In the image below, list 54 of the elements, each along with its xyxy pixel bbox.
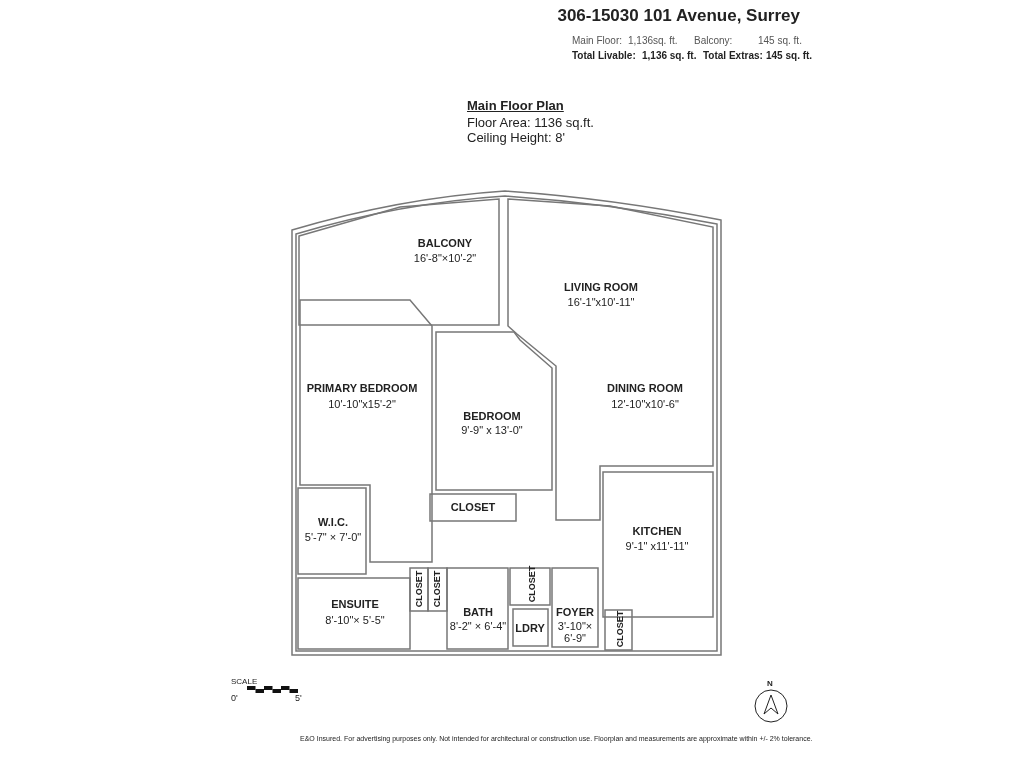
- room-outline: [605, 610, 632, 650]
- scale-label: SCALE: [231, 677, 258, 686]
- room-name: W.I.C.: [318, 516, 348, 528]
- room-name: BATH: [463, 606, 493, 618]
- room-name: CLOSET: [450, 501, 496, 513]
- room-dimensions: 3'-10"× 6'-9": [556, 620, 594, 644]
- room-dimensions: 8'-2" × 6'-4": [449, 620, 507, 632]
- room-dimensions: 5'-7" × 7'-0": [304, 531, 362, 543]
- room-name: KITCHEN: [632, 525, 682, 537]
- plan-info-text: Floor Area: 1136 sq.ft.: [467, 115, 594, 130]
- room-outline: [428, 568, 447, 611]
- room-dimensions: 16'-8"×10'-2": [413, 252, 477, 264]
- room-name: CLOSET: [527, 565, 537, 603]
- area-summary-text: Total Livable:: [572, 50, 636, 61]
- north-label: N: [767, 679, 773, 688]
- room-dimensions: 8'-10"× 5'-5": [325, 614, 385, 626]
- room-outline: [513, 609, 548, 646]
- room-name: DINING ROOM: [607, 382, 683, 394]
- room-name: CLOSET: [615, 610, 625, 648]
- area-summary-text: 145 sq. ft.: [766, 50, 813, 61]
- room-name: BALCONY: [417, 237, 473, 249]
- scale-value: 5': [295, 693, 302, 703]
- room-outline: [436, 332, 552, 490]
- room-outline: [298, 488, 366, 574]
- room-name: FOYER: [556, 606, 594, 618]
- room-name: PRIMARY BEDROOM: [306, 382, 418, 394]
- room-name: LIVING ROOM: [564, 281, 638, 293]
- room-outline: [552, 568, 598, 647]
- plan-heading: Main Floor Plan: [467, 98, 564, 113]
- area-summary-text: Main Floor:: [572, 35, 622, 46]
- room-outline: [447, 568, 508, 649]
- area-summary-text: 1,136 sq. ft.: [642, 50, 697, 61]
- area-summary-text: Total Extras:: [703, 50, 763, 61]
- area-summary-text: Balcony:: [694, 35, 733, 46]
- area-summary-text: 1,136sq. ft.: [628, 35, 678, 46]
- plan-info-text: Ceiling Height: 8': [467, 130, 565, 145]
- room-dimensions: 9'-1" x11'-11": [625, 540, 689, 552]
- address-title: 306-15030 101 Avenue, Surrey: [557, 6, 800, 26]
- room-outline: [298, 578, 410, 649]
- room-outline: [430, 494, 516, 521]
- room-name: CLOSET: [414, 570, 424, 608]
- room-outline: [300, 300, 432, 562]
- area-summary-text: 145 sq. ft.: [758, 35, 802, 46]
- room-name: ENSUITE: [331, 598, 379, 610]
- room-name: CLOSET: [432, 570, 442, 608]
- scale-value: 0': [231, 693, 238, 703]
- room-name: BEDROOM: [463, 410, 521, 422]
- room-dimensions: 9'-9" x 13'-0": [461, 424, 523, 436]
- room-dimensions: 10'-10"x15'-2": [328, 398, 396, 410]
- room-outline: [410, 568, 428, 611]
- room-name: LDRY: [515, 622, 545, 634]
- room-dimensions: 16'-1"x10'-11": [567, 296, 635, 308]
- room-outline: [299, 199, 499, 325]
- room-dimensions: 12'-10"x10'-6": [611, 398, 679, 410]
